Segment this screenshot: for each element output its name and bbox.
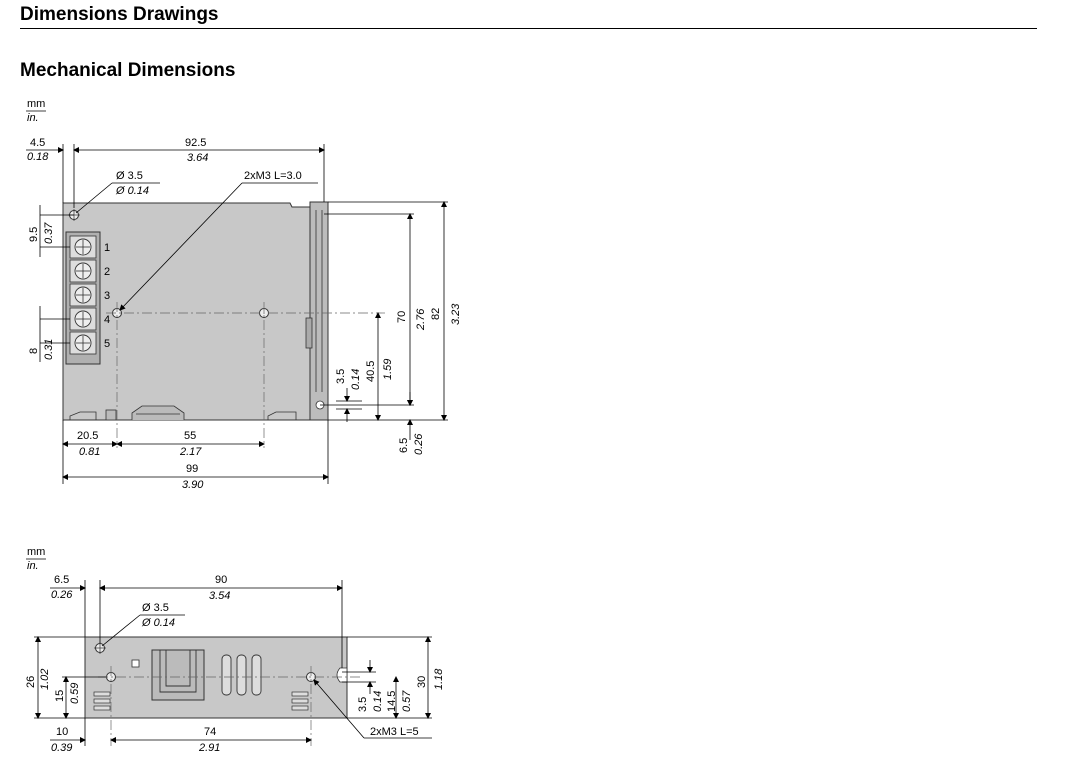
front-hole-height-in: 1.59 (382, 359, 394, 380)
side-hole-spacing-mm: 74 (204, 726, 216, 738)
front-inner-width-in: 3.64 (187, 152, 208, 164)
front-total-height-mm: 82 (430, 308, 442, 320)
side-width-mm: 90 (215, 574, 227, 586)
side-vent-grille-left (93, 691, 111, 711)
front-total-width-mm: 99 (186, 463, 198, 475)
front-total-width-in: 3.90 (182, 479, 204, 491)
side-slot-mm: 3.5 (357, 697, 369, 712)
front-inner-width-mm: 92.5 (185, 137, 206, 149)
terminal-label-5: 5 (104, 338, 110, 350)
front-total-height-in: 3.23 (450, 303, 462, 325)
unit-in-label-2: in. (27, 560, 39, 572)
unit-mm-label-2: mm (27, 546, 45, 558)
side-small-square (131, 659, 140, 668)
front-hole-x-in: 0.81 (79, 446, 100, 458)
terminal-label-4: 4 (104, 314, 110, 326)
side-body-outline (84, 636, 348, 719)
side-clip-inner (159, 650, 197, 693)
side-vent-slot (236, 654, 247, 696)
front-hole-dia-in: Ø 0.14 (115, 185, 149, 197)
title-divider (20, 28, 1037, 29)
side-left-offset-in: 0.26 (51, 589, 73, 601)
side-hole-dia-mm: Ø 3.5 (142, 602, 169, 614)
side-height-right-in: 1.18 (433, 668, 445, 690)
side-hole-height-right-mm: 14.5 (386, 691, 398, 712)
front-right-flange (309, 201, 329, 421)
side-vent-slot (251, 654, 262, 696)
side-height-right-mm: 30 (416, 676, 428, 688)
terminal-label-3: 3 (104, 290, 110, 302)
terminal-label-2: 2 (104, 266, 110, 278)
front-left-offset-mm: 4.5 (30, 137, 45, 149)
front-hole-height-mm: 40.5 (365, 361, 377, 382)
side-left-offset-mm: 6.5 (54, 574, 69, 586)
front-top-offset-mm: 9.5 (28, 227, 40, 242)
side-hole-height-right-in: 0.57 (401, 690, 413, 712)
front-top-offset-in: 0.37 (43, 222, 55, 244)
front-foot-left (69, 411, 97, 420)
front-hole-x-mm: 20.5 (77, 430, 98, 442)
front-foot-center (131, 405, 185, 420)
unit-mm-label: mm (27, 98, 45, 110)
side-screw-note: 2xM3 L=5 (370, 726, 419, 738)
side-hole-x-mm: 10 (56, 726, 68, 738)
front-pitch-mm: 8 (28, 348, 40, 354)
side-vent-grille-right (291, 691, 309, 711)
front-bottom-offset-mm: 6.5 (398, 438, 410, 453)
terminal-screws (69, 235, 97, 355)
flange-clip (305, 317, 313, 349)
front-hole-spacing-mm: 55 (184, 430, 196, 442)
front-hole-dia-mm: Ø 3.5 (116, 170, 143, 182)
side-hole-height-left-mm: 15 (54, 690, 66, 702)
page-title: Dimensions Drawings (20, 4, 219, 25)
unit-in-label: in. (27, 112, 39, 124)
side-width-in: 3.54 (209, 590, 230, 602)
terminal-label-1: 1 (104, 242, 110, 254)
section-title: Mechanical Dimensions (20, 60, 236, 81)
side-right-notch (336, 667, 348, 683)
front-foot-right (267, 411, 297, 420)
front-screw-note: 2xM3 L=3.0 (244, 170, 302, 182)
front-inner-height-mm: 70 (396, 311, 408, 323)
front-slot-mm: 3.5 (335, 369, 347, 384)
side-hole-height-left-in: 0.59 (69, 683, 81, 704)
side-hole-x-in: 0.39 (51, 742, 72, 754)
side-hole-spacing-in: 2.91 (198, 742, 220, 754)
front-slot-in: 0.14 (350, 369, 362, 390)
front-pitch-in: 0.31 (43, 339, 55, 360)
side-height-left-mm: 26 (25, 676, 37, 688)
side-height-left-in: 1.02 (39, 669, 51, 690)
side-vent-slot (221, 654, 232, 696)
front-inner-height-in: 2.76 (415, 308, 427, 331)
side-slot-in: 0.14 (372, 691, 384, 712)
front-foot-tab (105, 409, 117, 421)
side-hole-dia-in: Ø 0.14 (141, 617, 175, 629)
front-hole-spacing-in: 2.17 (179, 446, 202, 458)
front-bottom-offset-in: 0.26 (413, 433, 425, 455)
front-left-offset-in: 0.18 (27, 151, 49, 163)
